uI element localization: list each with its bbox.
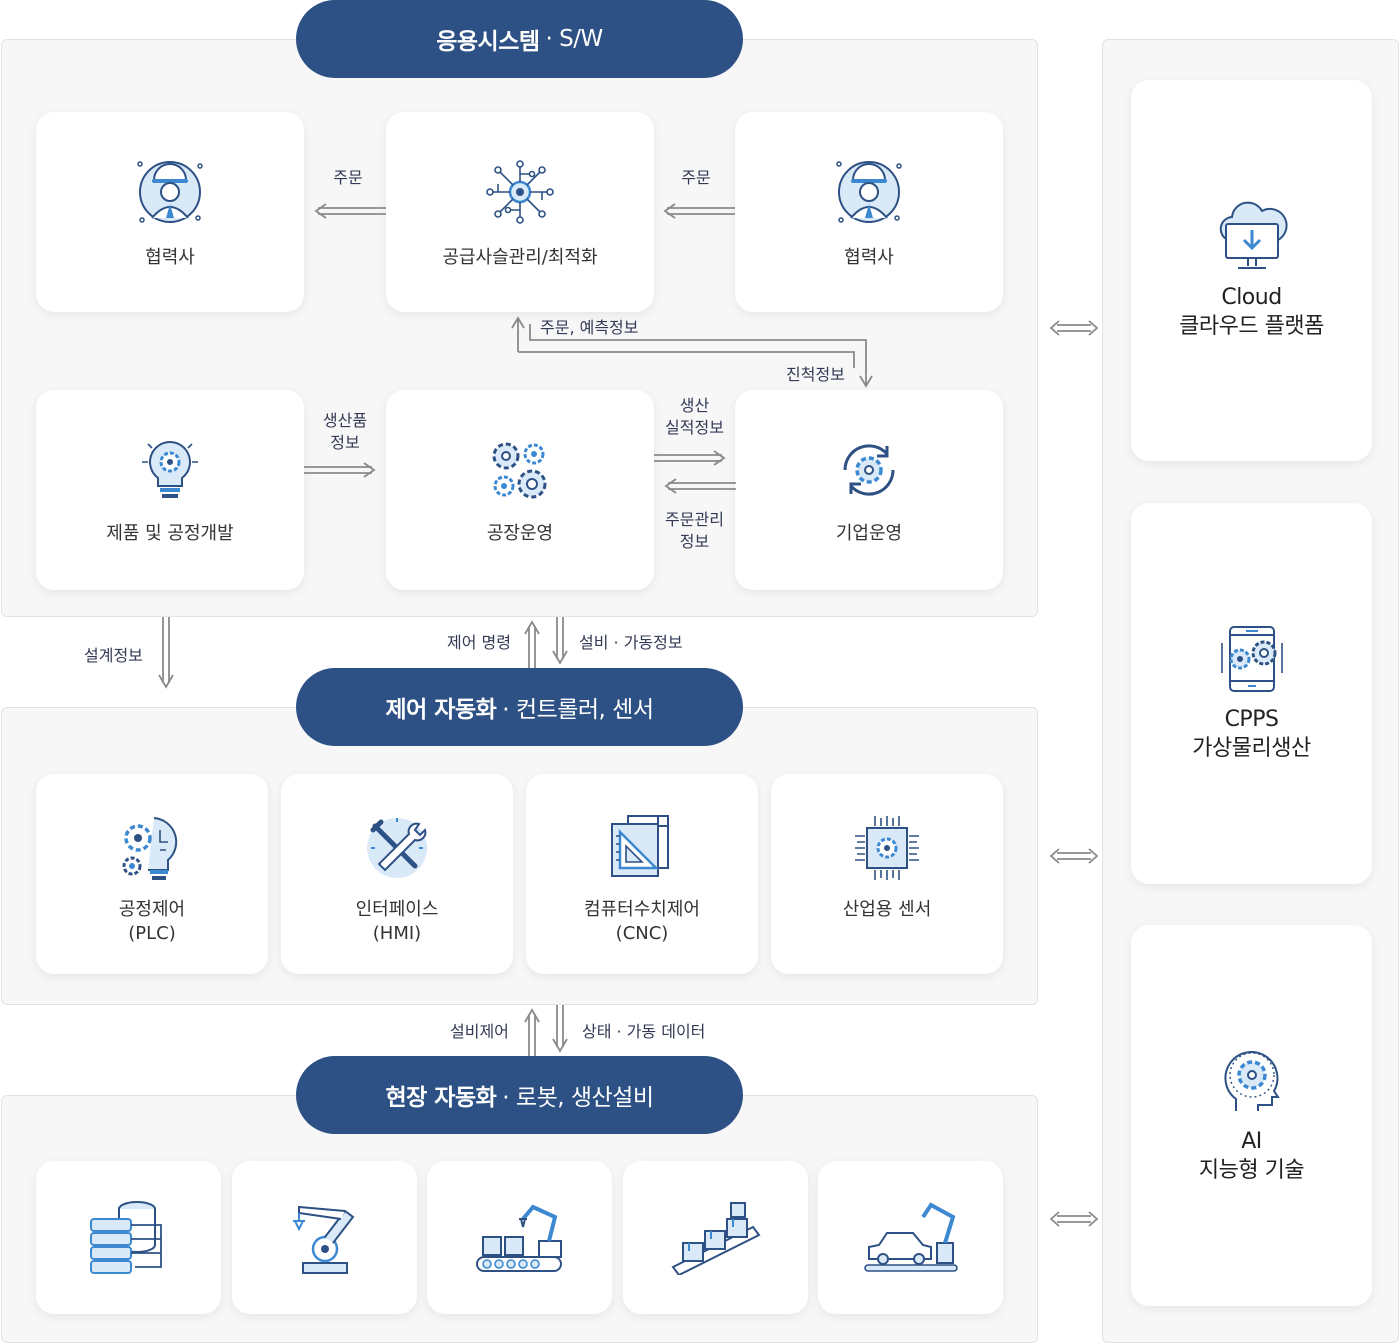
flow-equipment-control: 설비제어: [450, 1022, 509, 1041]
card-plc: 공정제어 (PLC): [36, 774, 268, 974]
card-cpps: CPPS 가상물리생산: [1131, 503, 1372, 884]
arrow-order-forecast-loop: [511, 316, 873, 388]
card-plc-label2: (PLC): [128, 923, 176, 944]
conveyor-robot-icon: [475, 1204, 562, 1272]
robot-arm-icon: [292, 1205, 354, 1274]
card-cloud-subtitle: 클라우드 플랫폼: [1179, 314, 1324, 339]
app-system-header: 응용시스템 · S/W: [296, 0, 743, 78]
card-field-conveyor-robot: [427, 1161, 612, 1314]
flow-order-mgmt-1: 주문관리: [665, 510, 724, 529]
card-partner-right: 협력사: [735, 112, 1003, 312]
cloud-download-icon: [1219, 201, 1288, 269]
flow-production-result-1: 생산: [679, 396, 710, 415]
card-ai-title: AI: [1241, 1129, 1262, 1154]
flow-order-left: 주문: [333, 168, 363, 187]
card-cpps-subtitle: 가상물리생산: [1192, 736, 1311, 761]
card-cnc-label1: 컴퓨터수치제어: [584, 899, 700, 920]
lightbulb-gear-icon: [142, 440, 198, 498]
arrow-equipment-status: [552, 617, 568, 665]
arrow-order-left: [314, 203, 386, 219]
app-system-header-bold: 응용시스템: [436, 29, 540, 55]
arrow-bidirectional-app: [1049, 320, 1099, 336]
card-scm-label: 공급사슬관리/최적화: [442, 247, 598, 268]
car-assembly-icon: [863, 1202, 958, 1272]
card-product-dev-label: 제품 및 공정개발: [106, 523, 234, 544]
card-field-conveyor-boxes: [623, 1161, 808, 1314]
flow-production-result-2: 실적정보: [665, 418, 724, 437]
server-database-icon: [89, 1201, 162, 1274]
card-enterprise-operation: 기업운영: [735, 390, 1003, 590]
card-sensor-label1: 산업용 센서: [842, 899, 932, 920]
card-ai-subtitle: 지능형 기술: [1198, 1158, 1305, 1183]
card-ai: AI 지능형 기술: [1131, 925, 1372, 1306]
arrow-control-command: [524, 620, 540, 668]
arrow-order-right: [663, 203, 735, 219]
field-automation-header-rest: · 로봇, 생산설비: [502, 1085, 654, 1111]
card-scm: 공급사슬관리/최적화: [386, 112, 654, 312]
field-automation-header: 현장 자동화 · 로봇, 생산설비: [296, 1056, 743, 1134]
card-hmi-label1: 인터페이스: [355, 899, 439, 920]
network-gear-icon: [486, 160, 554, 224]
flow-order-mgmt-2: 정보: [679, 532, 710, 551]
card-enterprise-operation-label: 기업운영: [835, 523, 903, 544]
arrow-bidirectional-field: [1049, 1211, 1099, 1227]
flow-equipment-status: 설비 · 가동정보: [579, 633, 683, 652]
chip-icon: [855, 816, 919, 880]
arrow-product-info: [304, 462, 376, 478]
card-plc-label1: 공정제어: [118, 899, 186, 920]
worker-icon: [836, 161, 902, 223]
card-partner-left-label: 협력사: [145, 247, 195, 268]
card-field-car-assembly: [818, 1161, 1003, 1314]
app-system-header-rest: · S/W: [545, 26, 604, 52]
card-cloud: Cloud 클라우드 플랫폼: [1131, 80, 1372, 461]
arrow-production-result: [654, 450, 726, 466]
card-sensor: 산업용 센서: [771, 774, 1003, 974]
arrow-equipment-control: [524, 1008, 540, 1056]
worker-icon: [137, 161, 203, 223]
arrow-design-info: [158, 617, 174, 689]
flow-control-command: 제어 명령: [447, 633, 511, 652]
arrow-status-data: [552, 1005, 568, 1053]
card-product-dev: 제품 및 공정개발: [36, 390, 304, 590]
control-automation-header: 제어 자동화 · 컨트롤러, 센서: [296, 668, 743, 746]
cnc-icon: [611, 815, 669, 877]
conveyor-boxes-icon: [670, 1202, 761, 1275]
cycle-gear-icon: [843, 444, 895, 496]
card-field-server: [36, 1161, 221, 1314]
flow-order-forecast: 주문, 예측정보: [540, 318, 639, 337]
flow-progress: 진척정보: [786, 365, 845, 384]
card-cnc-label2: (CNC): [615, 923, 669, 944]
card-hmi: 인터페이스 (HMI): [281, 774, 513, 974]
brain-gear-icon: [1223, 1051, 1280, 1111]
control-automation-header-bold: 제어 자동화: [385, 697, 497, 723]
flow-order-right: 주문: [681, 168, 711, 187]
card-factory-operation-label: 공장운영: [486, 523, 554, 544]
card-cpps-title: CPPS: [1224, 707, 1279, 732]
field-automation-header-bold: 현장 자동화: [385, 1085, 497, 1111]
card-partner-left: 협력사: [36, 112, 304, 312]
card-hmi-label2: (HMI): [372, 923, 422, 944]
flow-product-info-2: 정보: [330, 433, 360, 452]
control-automation-header-rest: · 컨트롤러, 센서: [502, 697, 654, 723]
plc-icon: [122, 817, 178, 880]
card-partner-right-label: 협력사: [844, 247, 894, 268]
card-cloud-title: Cloud: [1221, 285, 1282, 310]
card-field-robot-arm: [232, 1161, 417, 1314]
tablet-gears-icon: [1220, 626, 1283, 692]
flow-design-info: 설계정보: [84, 646, 143, 665]
card-factory-operation: 공장운영: [386, 390, 654, 590]
arrow-bidirectional-control: [1049, 848, 1099, 864]
card-cnc: 컴퓨터수치제어 (CNC): [526, 774, 758, 974]
tools-icon: [367, 818, 427, 878]
flow-status-data: 상태 · 가동 데이터: [582, 1022, 706, 1041]
gears-icon: [492, 442, 547, 499]
arrow-order-mgmt: [664, 478, 736, 494]
flow-product-info-1: 생산품: [322, 411, 368, 430]
